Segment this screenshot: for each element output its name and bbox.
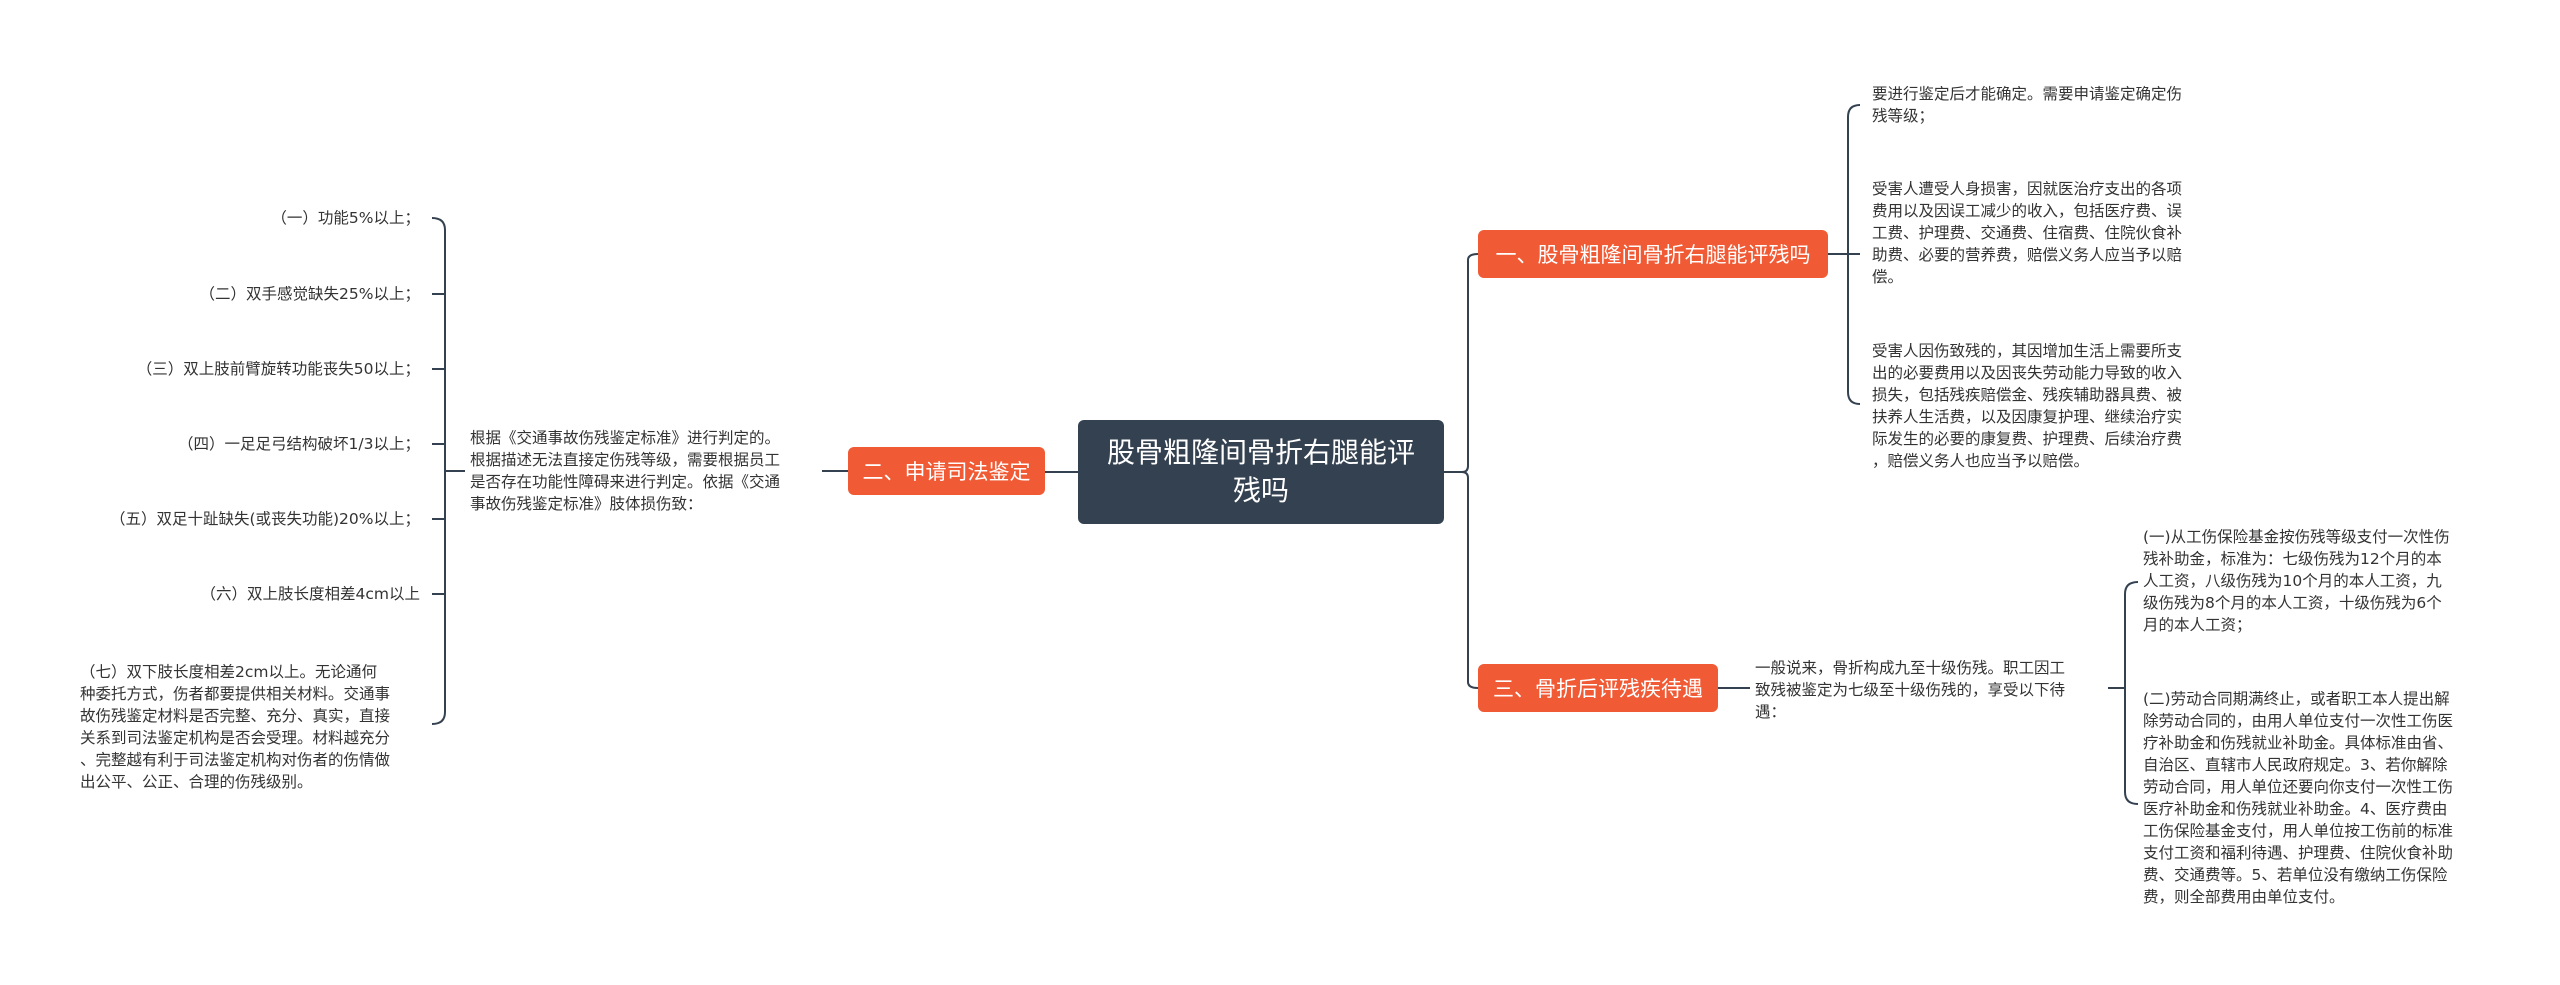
root-title: 股骨粗隆间骨折右腿能评残吗 <box>1106 436 1415 507</box>
branch-2-item-7: （七）双下肢长度相差2cm以上。无论通何 种委托方式，伤者都要提供相关材料。交通… <box>80 663 391 791</box>
connector-branch-3-bracket <box>2124 581 2139 805</box>
branch-2[interactable]: 二、申请司法鉴定 <box>848 447 1045 495</box>
branch-2-item-4: （四）一足足弓结构破坏1/3以上； <box>178 435 420 453</box>
branch-3-item-2: (二)劳动合同期满终止，或者职工本人提出解 除劳动合同的，由用人单位支付一次性工… <box>2143 690 2454 906</box>
branch-1-label: 一、股骨粗隆间骨折右腿能评残吗 <box>1495 243 1811 267</box>
branch-3-description: 一般说来，骨折构成九至十级伤残。职工因工 致残被鉴定为七级至十级伤残的，享受以下… <box>1755 659 2066 721</box>
connector-root-branch-1 <box>1444 253 1479 473</box>
branch-3-item-1: (一)从工伤保险基金按伤残等级支付一次性伤 残补助金，标准为：七级伤残为12个月… <box>2143 528 2450 634</box>
branch-1-item-3: 受害人因伤致残的，其因增加生活上需要所支 出的必要费用以及因丧失劳动能力导致的收… <box>1872 342 2183 470</box>
branch-2-label: 二、申请司法鉴定 <box>862 460 1031 484</box>
branch-3-label: 三、骨折后评残疾待遇 <box>1493 677 1703 701</box>
branch-2-item-3: （三）双上肢前臂旋转功能丧失50以上； <box>136 360 420 378</box>
branch-3[interactable]: 三、骨折后评残疾待遇 <box>1478 664 1718 712</box>
branch-1[interactable]: 一、股骨粗隆间骨折右腿能评残吗 <box>1478 230 1828 278</box>
branch-2-item-2: （二）双手感觉缺失25%以上； <box>199 285 420 303</box>
branch-2-description: 根据《交通事故伤残鉴定标准》进行判定的。 根据描述无法直接定伤残等级，需要根据员… <box>470 429 781 513</box>
branch-2-item-5: （五）双足十趾缺失(或丧失功能)20%以上； <box>109 510 420 528</box>
branch-2-item-6: （六）双上肢长度相差4cm以上 <box>200 585 420 603</box>
root-topic[interactable]: 股骨粗隆间骨折右腿能评残吗 <box>1078 420 1444 524</box>
connector-branch-2-bracket <box>431 217 446 725</box>
connector-root-branch-3 <box>1444 471 1479 689</box>
branch-1-item-2: 受害人遭受人身损害，因就医治疗支出的各项 费用以及因误工减少的收入，包括医疗费、… <box>1872 180 2183 286</box>
branch-1-item-1: 要进行鉴定后才能确定。需要申请鉴定确定伤 残等级； <box>1872 85 2183 125</box>
branch-2-item-1: （一）功能5%以上； <box>271 209 420 227</box>
